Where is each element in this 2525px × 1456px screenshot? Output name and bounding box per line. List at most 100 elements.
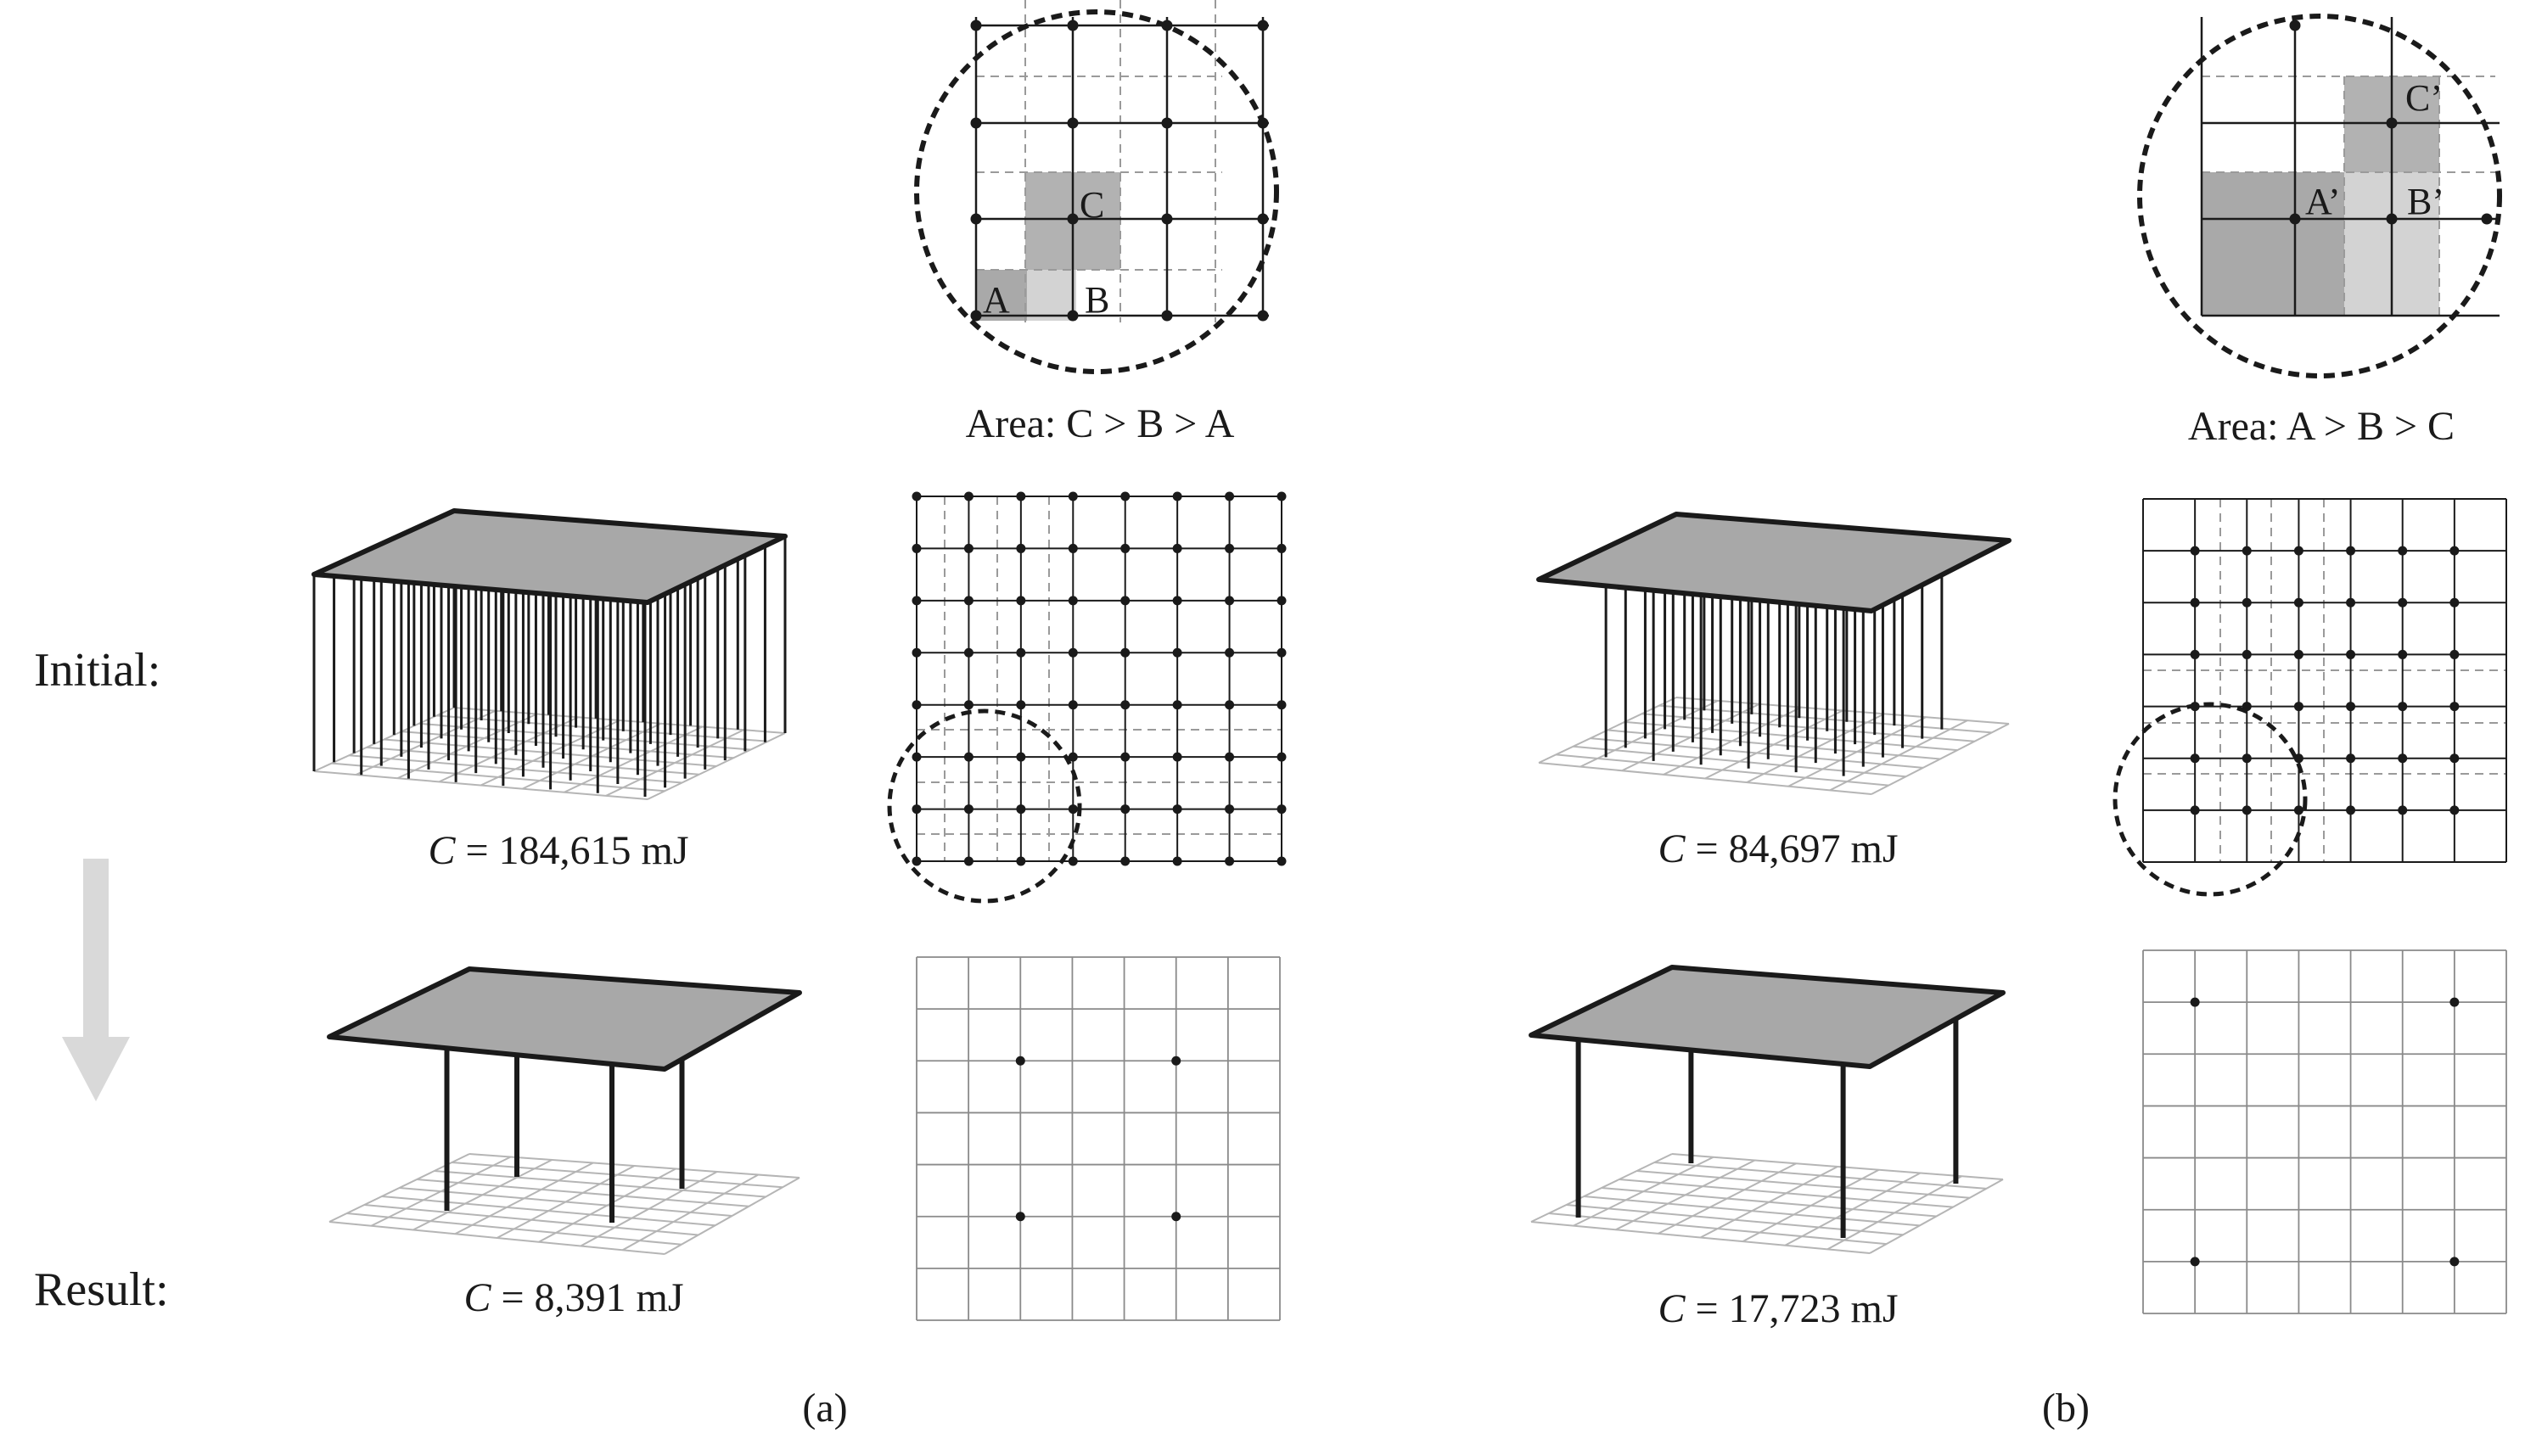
floor-grid-line	[1607, 729, 1941, 760]
zoom-view-b: A’ B’ C’	[2137, 14, 2502, 378]
column-node	[2449, 997, 2460, 1007]
column-node	[2449, 597, 2460, 608]
zoom-view-a: A B C	[914, 0, 1279, 374]
column-node	[1068, 804, 1078, 815]
column-node	[1068, 596, 1078, 606]
column-node	[1225, 856, 1235, 866]
column-node	[2293, 546, 2303, 556]
column-node	[2242, 753, 2252, 764]
column-node	[2190, 753, 2200, 764]
structure-3d-initial-b	[1536, 512, 2012, 795]
plan-view-result-b	[2142, 949, 2507, 1314]
floor-grid-line	[664, 1177, 800, 1255]
column-node	[2190, 1257, 2200, 1267]
column-node	[1161, 310, 1173, 322]
column-node	[1257, 213, 1269, 225]
column-node	[1225, 752, 1235, 762]
plate	[1536, 512, 2012, 613]
floor-grid-line	[605, 729, 744, 797]
column-node	[2449, 702, 2460, 712]
column-node	[1257, 20, 1269, 31]
column-node	[1172, 647, 1182, 658]
point-label-b-prime: B’	[2407, 181, 2444, 222]
floor-grid-line	[1829, 720, 1968, 792]
column-node	[1277, 647, 1287, 658]
area-text-b: Area: A > B > C	[2188, 404, 2455, 449]
structure-3d-initial-a	[311, 508, 788, 800]
column-node	[970, 117, 982, 129]
column-node	[2346, 597, 2356, 608]
column-node	[2346, 649, 2356, 659]
zoom-marker-circle	[887, 708, 1082, 904]
floor-grid-line	[1548, 1212, 1887, 1246]
column-node	[1016, 804, 1026, 815]
floor-grid-line	[346, 1212, 682, 1246]
column-node	[2346, 753, 2356, 764]
column-node	[2293, 805, 2303, 815]
column-node	[2293, 597, 2303, 608]
zoom-circle-a	[914, 9, 1279, 374]
column-node	[963, 647, 974, 658]
structure-3d-result-b	[1529, 965, 2006, 1254]
column-node	[2449, 805, 2460, 815]
column-node	[1016, 647, 1026, 658]
column-node	[2386, 117, 2398, 129]
column-node	[1161, 117, 1173, 129]
column-node	[963, 700, 974, 710]
column-node	[912, 543, 922, 553]
floor-grid-line	[1871, 723, 2010, 795]
column-node	[2190, 649, 2200, 659]
column-node	[2242, 597, 2252, 608]
floor-grid-line	[1601, 1187, 1937, 1218]
column-node	[912, 752, 922, 762]
floor-grid-line	[1530, 1221, 1871, 1254]
column-node	[1120, 752, 1131, 762]
point-label-c-prime: C’	[2405, 77, 2443, 119]
column-node	[1067, 213, 1079, 225]
floor-grid-line	[1784, 1172, 1921, 1246]
column-node	[1172, 596, 1182, 606]
column-node	[970, 310, 982, 322]
floor-grid-line	[1590, 737, 1923, 769]
column-node	[1225, 700, 1235, 710]
floor-grid-line	[313, 770, 648, 800]
floor-grid-line	[1573, 745, 1906, 778]
column-node	[1225, 647, 1235, 658]
plan-view-initial-a	[887, 491, 1287, 904]
column-node	[1277, 700, 1287, 710]
column-node	[1172, 752, 1182, 762]
area-text-a: Area: C > B > A	[966, 401, 1235, 446]
region-b-shade	[1027, 270, 1076, 321]
column-node	[1161, 213, 1173, 225]
column-node	[1171, 1056, 1181, 1066]
column-node	[2398, 702, 2408, 712]
floor-grid-line	[538, 1168, 676, 1243]
column-node	[912, 700, 922, 710]
column-node	[2346, 702, 2356, 712]
column-node	[2289, 20, 2301, 31]
column-node	[1067, 20, 1079, 31]
column-node	[1016, 543, 1026, 553]
column-node	[963, 491, 974, 501]
column-node	[912, 596, 922, 606]
column-node	[1172, 491, 1182, 501]
column-node	[963, 543, 974, 553]
column-node	[1172, 804, 1182, 815]
column-node	[1277, 491, 1287, 501]
column-node	[2398, 546, 2408, 556]
column-node	[1015, 1212, 1025, 1222]
point-label-a-prime: A’	[2305, 181, 2341, 222]
floor-grid-line	[331, 762, 665, 792]
column-node	[1016, 856, 1026, 866]
column-node	[963, 596, 974, 606]
plan-view-initial-b	[2113, 498, 2507, 897]
column-node	[1257, 310, 1269, 322]
column-node	[2293, 702, 2303, 712]
column-node	[2398, 753, 2408, 764]
column-node	[2242, 805, 2252, 815]
floor-grid-line	[1742, 1168, 1880, 1243]
floor-grid-line	[1538, 762, 1872, 795]
initial-cost-b: C = 84,697 mJ	[1658, 826, 1898, 871]
plate	[327, 966, 802, 1072]
column-node	[1172, 856, 1182, 866]
